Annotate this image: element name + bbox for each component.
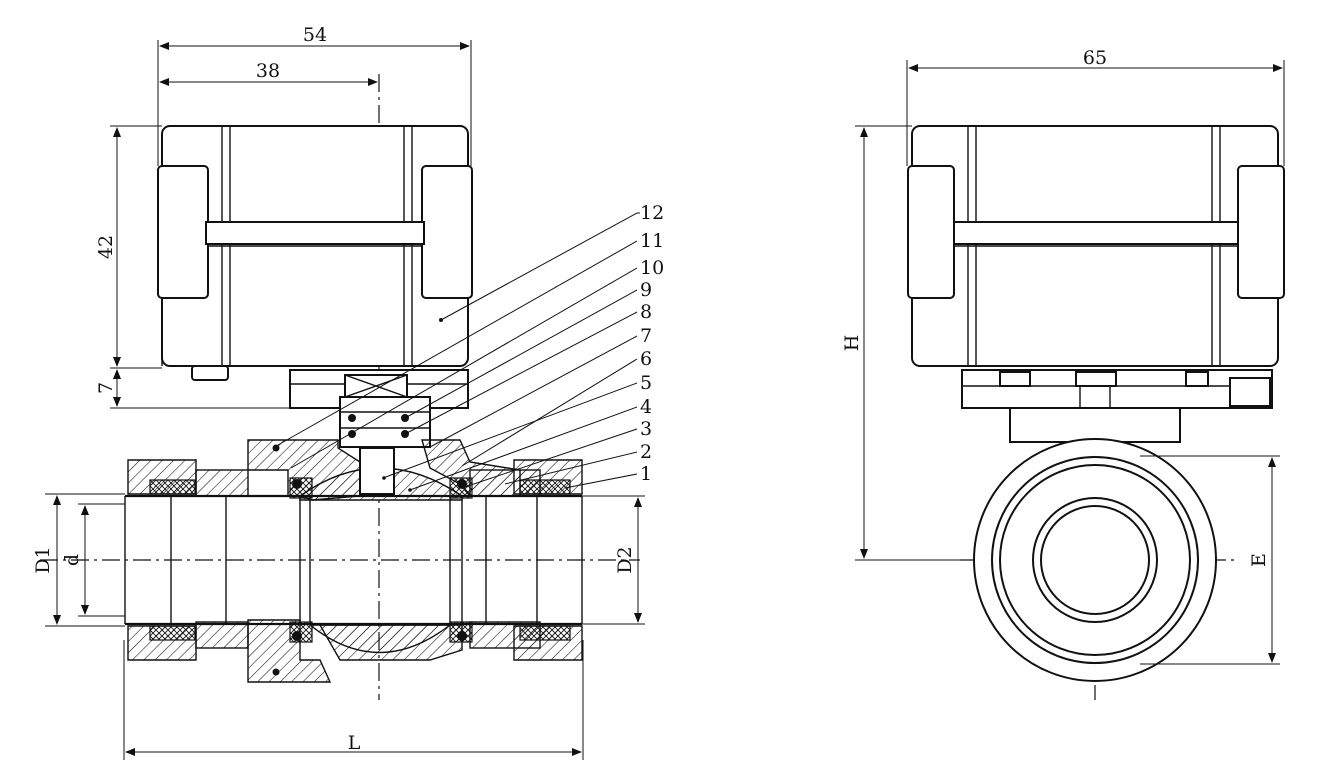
callout-numbers: 12 11 10 9 8 7 6 5 4 3 2 1 bbox=[640, 202, 664, 485]
dim-65: 65 bbox=[1083, 47, 1107, 69]
dim-7: 7 bbox=[95, 382, 117, 394]
dim-54: 54 bbox=[303, 24, 327, 46]
valve-body bbox=[195, 439, 541, 683]
right-union-nut bbox=[513, 459, 583, 661]
callout-6: 6 bbox=[640, 348, 652, 370]
stem-bracket bbox=[289, 369, 469, 448]
front-dimensions: 54 38 42 7 D1 d D2 L bbox=[32, 24, 645, 760]
dim-D1: D1 bbox=[32, 546, 54, 573]
pipe-bores bbox=[124, 494, 583, 626]
side-union-body bbox=[973, 438, 1217, 682]
callout-9: 9 bbox=[640, 279, 652, 301]
dim-38: 38 bbox=[256, 60, 280, 82]
dim-L: L bbox=[348, 732, 361, 754]
left-union-nut bbox=[127, 459, 197, 661]
callout-8: 8 bbox=[640, 301, 652, 323]
callout-leaders bbox=[277, 212, 640, 491]
dim-D2: D2 bbox=[614, 546, 636, 573]
callout-4: 4 bbox=[640, 396, 652, 418]
callout-2: 2 bbox=[640, 441, 652, 463]
callout-7: 7 bbox=[640, 325, 652, 347]
side-dimensions: 65 H E bbox=[841, 47, 1285, 665]
callout-10: 10 bbox=[640, 257, 664, 279]
dim-H: H bbox=[841, 335, 863, 352]
callout-1: 1 bbox=[640, 463, 652, 485]
callout-3: 3 bbox=[640, 418, 652, 440]
side-view: 65 H E bbox=[841, 47, 1285, 700]
dim-d: d bbox=[61, 554, 83, 566]
callout-11: 11 bbox=[640, 230, 664, 252]
callout-5: 5 bbox=[640, 372, 652, 394]
side-actuator-housing bbox=[907, 125, 1285, 367]
dim-42: 42 bbox=[95, 235, 117, 259]
side-bracket bbox=[961, 369, 1273, 443]
front-section-view: 54 38 42 7 D1 d D2 L bbox=[32, 24, 664, 760]
dim-E: E bbox=[1248, 553, 1270, 567]
actuator-housing bbox=[157, 125, 473, 381]
callout-12: 12 bbox=[640, 202, 664, 224]
